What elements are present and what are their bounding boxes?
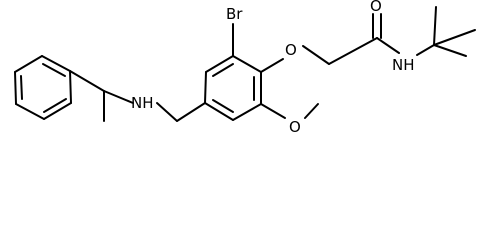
bond bbox=[433, 29, 476, 46]
carbonyl-oxygen-label: O bbox=[370, 0, 382, 15]
bond bbox=[433, 6, 437, 46]
bond bbox=[69, 70, 105, 92]
bond bbox=[156, 102, 178, 122]
bond bbox=[212, 99, 234, 113]
bond bbox=[232, 55, 262, 73]
bond-lines bbox=[14, 6, 476, 122]
bond bbox=[212, 63, 234, 77]
bond bbox=[433, 44, 467, 57]
bond bbox=[260, 58, 284, 73]
bond bbox=[204, 71, 207, 104]
bond bbox=[69, 70, 72, 104]
amine-nitrogen-label: NH bbox=[131, 94, 154, 112]
bond bbox=[43, 98, 67, 113]
bond bbox=[205, 55, 234, 73]
bond bbox=[15, 103, 45, 120]
bromine-label: Br bbox=[226, 5, 243, 23]
bond bbox=[43, 102, 72, 120]
bond bbox=[176, 102, 206, 122]
ether-oxygen-label: O bbox=[285, 41, 297, 59]
atom-labels: Br O O NH NH O bbox=[131, 0, 415, 136]
bond bbox=[14, 55, 43, 73]
bond bbox=[416, 44, 435, 56]
bond bbox=[14, 71, 17, 105]
bond bbox=[232, 103, 262, 121]
chemical-structure-diagram: Br O O NH NH O bbox=[14, 0, 476, 136]
bond bbox=[304, 103, 319, 119]
bond bbox=[260, 103, 286, 119]
bond bbox=[42, 63, 66, 77]
bond bbox=[376, 37, 400, 54]
amide-nitrogen-label: NH bbox=[392, 56, 415, 74]
bond bbox=[302, 45, 330, 65]
methoxy-oxygen-label: O bbox=[289, 118, 301, 136]
bond bbox=[41, 55, 71, 72]
bond bbox=[20, 75, 23, 100]
bond bbox=[204, 102, 234, 121]
bond bbox=[103, 90, 134, 104]
bond bbox=[328, 37, 378, 65]
